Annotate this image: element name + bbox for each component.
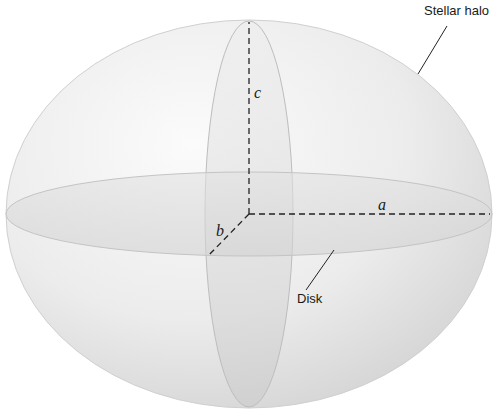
a-axis — [249, 213, 490, 214]
b-axis — [208, 214, 249, 256]
stellar-halo — [6, 20, 492, 408]
disk-leader — [306, 250, 334, 290]
halo-leader — [418, 26, 447, 74]
axis-label: a — [378, 196, 386, 214]
disk — [6, 172, 492, 256]
region-label: Disk — [297, 292, 322, 306]
axis-label: b — [216, 222, 224, 240]
region-label: Stellar halo — [424, 4, 489, 18]
c-axis — [248, 22, 249, 214]
axis-label: c — [254, 84, 261, 102]
